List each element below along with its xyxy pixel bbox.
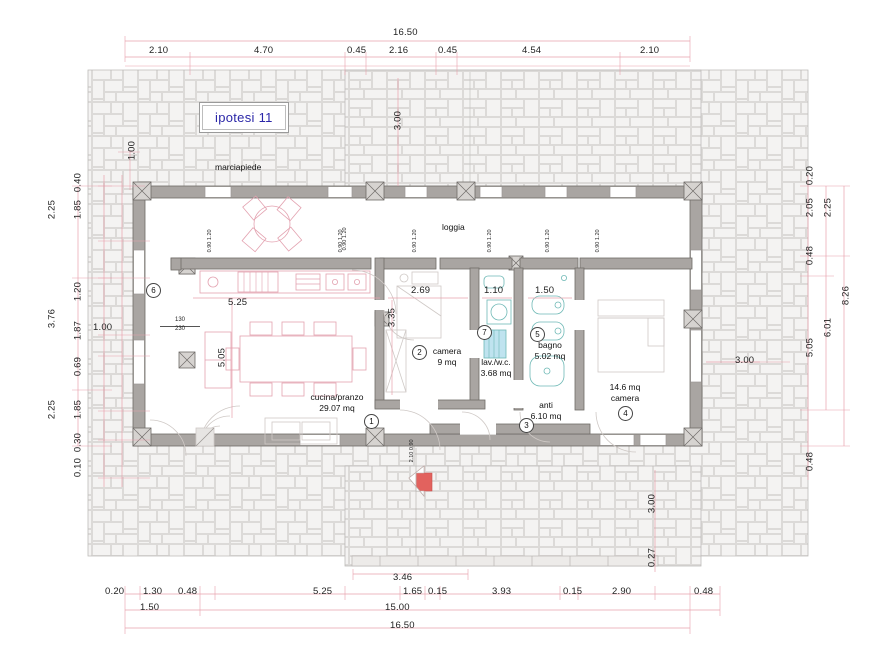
entrance-arrow-icon xyxy=(408,448,433,560)
entry-steps xyxy=(351,555,659,567)
dim-left-in-5: 0.69 xyxy=(72,356,84,377)
opening-fraction-top: 130 xyxy=(160,308,200,327)
room-5-name: bagno xyxy=(538,340,562,350)
room-label-5: bagno 5.02 mq xyxy=(524,340,576,361)
window-tag-3: 0.90 1.20 xyxy=(412,229,419,253)
room-4-area: 14.6 mq xyxy=(609,382,641,392)
room-4-name: camera xyxy=(610,392,640,403)
dim-bot2-1: 1.50 xyxy=(140,602,160,613)
dim-right-in-2: 2.05 xyxy=(804,197,816,218)
dim-bedroom2-width: 2.69 xyxy=(411,285,431,296)
dim-bot-5: 1.65 xyxy=(403,586,423,597)
dim-left-out-3: 2.25 xyxy=(46,399,58,420)
dim-top-5: 0.45 xyxy=(438,45,458,56)
window-tag-4: 0.90 1.20 xyxy=(487,229,494,253)
room-tag-6: 6 xyxy=(146,283,161,298)
dim-bedroom2-depth: 3.35 xyxy=(386,307,398,328)
room-label-2: camera 9 mq xyxy=(422,346,472,367)
window-tag-8: 0.90 1.20 xyxy=(595,229,602,253)
room-2-name: camera xyxy=(432,346,462,356)
dim-top-overall: 16.50 xyxy=(393,27,418,38)
dim-kitchen-width: 5.25 xyxy=(228,297,248,308)
dim-bot-10: 0.48 xyxy=(694,586,714,597)
window-tag-7: 0.90 1.20 xyxy=(342,227,349,251)
dim-top-7: 2.10 xyxy=(640,45,660,56)
dim-left-in-8: 0.10 xyxy=(72,457,84,478)
dim-top-2: 4.70 xyxy=(254,45,274,56)
building-walls xyxy=(132,181,703,447)
room-label-1: cucina/pranzo 29.07 mq xyxy=(302,392,372,413)
room-1-name: cucina/pranzo xyxy=(310,392,364,402)
room-2-area: 9 mq xyxy=(437,356,457,367)
dim-right-overall: 8.26 xyxy=(840,285,852,306)
dim-bot-right-2: 0.27 xyxy=(646,547,658,568)
door-swings xyxy=(149,269,637,457)
dim-right-mid-2: 6.01 xyxy=(822,317,834,338)
dim-right-in-4: 5.05 xyxy=(804,337,816,358)
window-tag-6: 2.10 0.90 xyxy=(409,439,416,463)
dim-left-out-2: 3.76 xyxy=(46,308,58,329)
room-tag-2: 2 xyxy=(412,345,427,360)
dim-bot-right-1: 3.00 xyxy=(646,493,658,514)
dim-top-1: 2.10 xyxy=(149,45,169,56)
dim-bot-4: 5.25 xyxy=(313,586,333,597)
dim-left-in-4: 1.87 xyxy=(72,320,84,341)
dim-kitchen-depth: 5.05 xyxy=(216,347,228,368)
dim-stair-span: 3.46 xyxy=(393,572,413,583)
dim-bot-6: 0.15 xyxy=(428,586,448,597)
room-3-name: anti xyxy=(539,400,553,410)
note-left-2: 1.00 xyxy=(93,322,113,333)
window-tag-1: 0.90 1.20 xyxy=(207,229,214,253)
note-left-1: 1.00 xyxy=(126,140,138,161)
dim-bot-2: 1.30 xyxy=(143,586,163,597)
dimension-lines xyxy=(72,36,850,634)
dim-bot-7: 3.93 xyxy=(492,586,512,597)
dim-top-3: 0.45 xyxy=(347,45,367,56)
room-tag-5: 5 xyxy=(530,327,545,342)
room-7-area: 3.68 mq xyxy=(480,367,512,378)
opening-fraction-bottom: 230 xyxy=(174,326,185,332)
room-3-area: 6.10 mq xyxy=(530,410,562,421)
title-block-label: ipotesi 11 xyxy=(202,105,286,130)
room-tag-1: 1 xyxy=(364,414,379,429)
dim-left-out-1: 2.25 xyxy=(46,199,58,220)
title-block: ipotesi 11 xyxy=(199,102,289,133)
dim-right-in-3: 0.48 xyxy=(804,245,816,266)
dim-wc-width: 1.10 xyxy=(484,285,504,296)
dim-left-in-2: 1.85 xyxy=(72,199,84,220)
room-label-3: anti 6.10 mq xyxy=(518,400,574,421)
furniture xyxy=(195,195,665,447)
dim-right-in-5: 0.48 xyxy=(804,451,816,472)
room-1-area: 29.07 mq xyxy=(319,402,355,413)
label-sidewalk: marciapiede xyxy=(215,162,262,172)
dim-top-ext-vert: 3.00 xyxy=(392,110,404,131)
note-right-3m: 3.00 xyxy=(735,355,755,366)
room-label-4: 14.6 mq camera xyxy=(596,382,654,403)
dim-bath-width: 1.50 xyxy=(535,285,555,296)
dim-right-mid-1: 2.25 xyxy=(822,197,834,218)
room-5-area: 5.02 mq xyxy=(534,350,566,361)
room-tag-3: 3 xyxy=(519,418,534,433)
label-loggia: loggia xyxy=(442,222,465,232)
room-tag-4: 4 xyxy=(618,406,633,421)
dim-top-4: 2.16 xyxy=(389,45,409,56)
dim-bot-overall: 16.50 xyxy=(390,620,415,631)
window-tag-5: 0.90 1.20 xyxy=(545,229,552,253)
room-label-7: lav./w.c. 3.68 mq xyxy=(473,357,519,378)
dim-bot2-2: 15.00 xyxy=(385,602,410,613)
dim-left-in-3: 1.20 xyxy=(72,281,84,302)
dim-bot-9: 2.90 xyxy=(612,586,632,597)
room-tag-7: 7 xyxy=(477,325,492,340)
room-7-name: lav./w.c. xyxy=(481,357,511,367)
dim-top-6: 4.54 xyxy=(522,45,542,56)
dim-bot-8: 0.15 xyxy=(563,586,583,597)
dim-bot-1: 0.20 xyxy=(105,586,125,597)
dim-bot-3: 0.48 xyxy=(178,586,198,597)
